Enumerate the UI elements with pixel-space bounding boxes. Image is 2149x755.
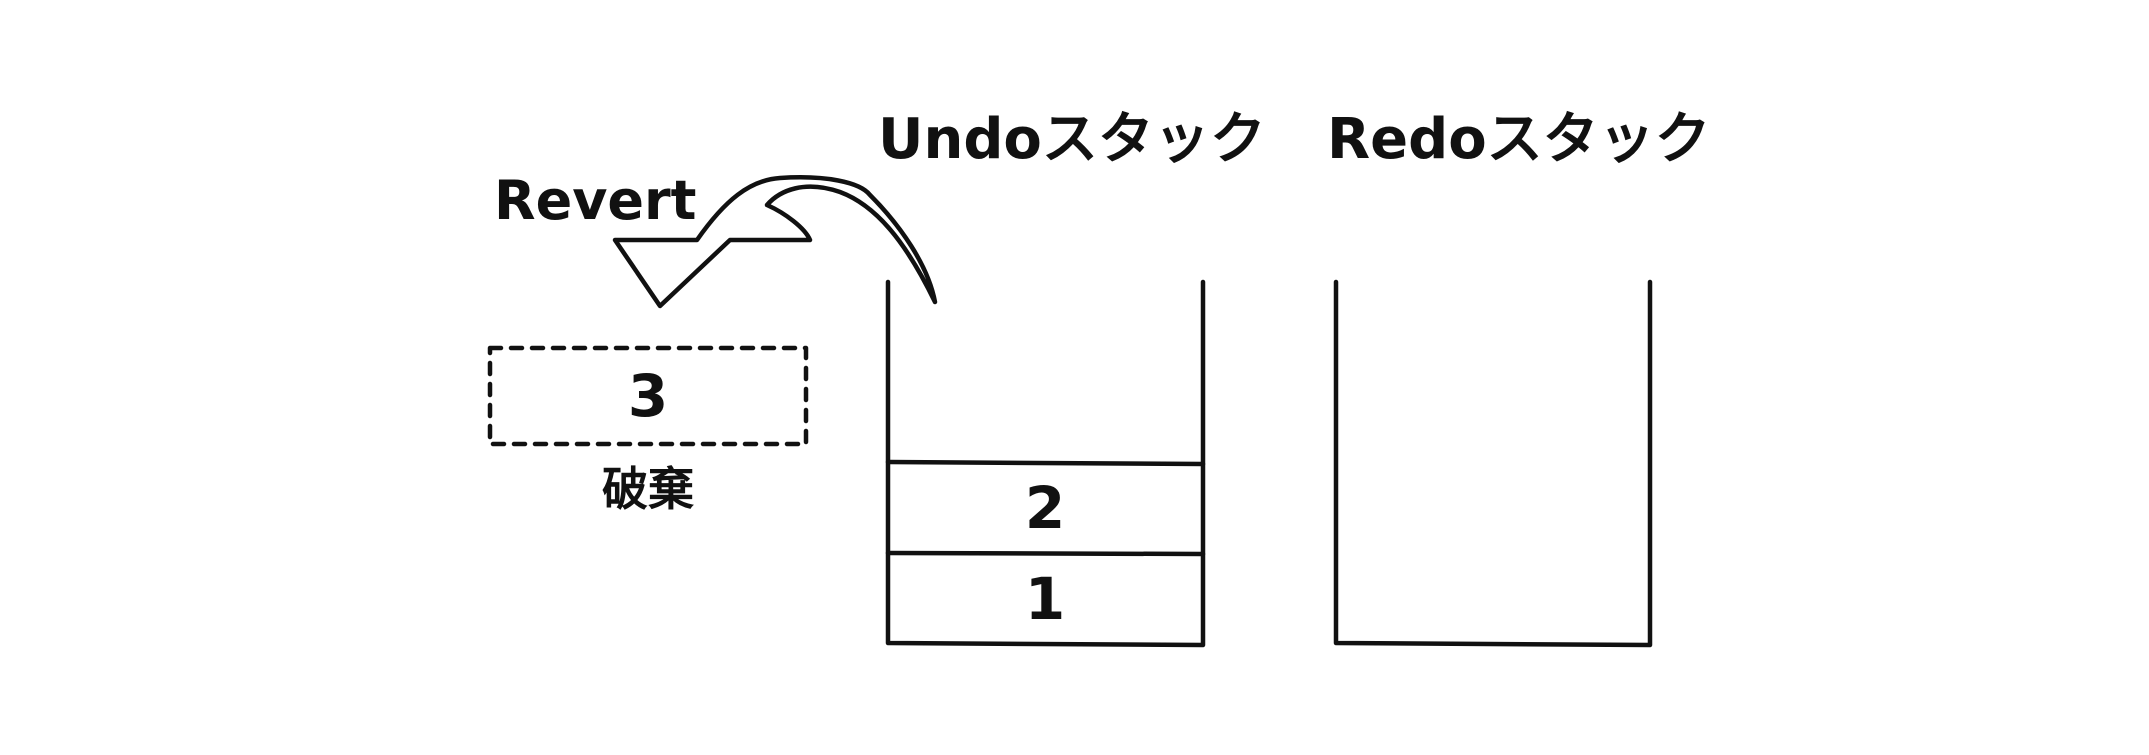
revert-arrow [612,175,938,309]
discarded-item-value: 3 [628,362,668,430]
undo-stack-item-2: 2 [1025,474,1065,542]
redo-stack-container [1333,279,1653,648]
discarded-label: 破棄 [602,462,694,516]
redo-stack-title: Redoスタック [1327,107,1711,172]
revert-label: Revert [494,169,696,232]
undo-stack-title: Undoスタック [878,107,1266,172]
undo-stack-item-divider [885,550,1206,557]
undo-stack-item-divider-top [885,459,1206,467]
discarded-item-box [487,345,809,447]
undo-stack-item-1: 1 [1025,565,1065,633]
